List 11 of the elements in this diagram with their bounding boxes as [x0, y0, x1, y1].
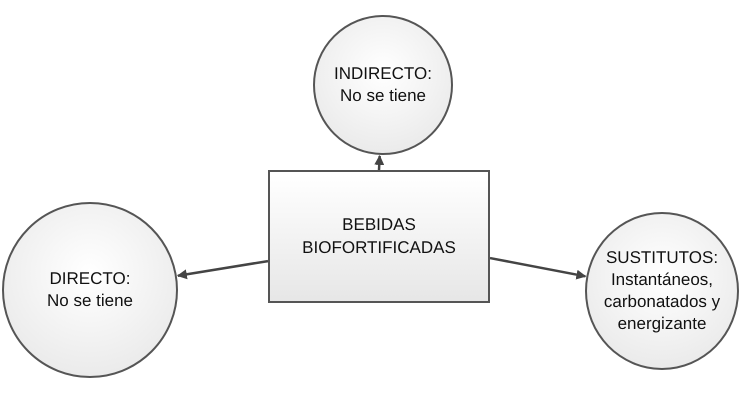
node-heading: INDIRECTO:: [333, 62, 433, 85]
node-text: No se tiene: [339, 85, 427, 107]
node-heading: SUSTITUTOS:: [604, 246, 720, 269]
arrow: [176, 260, 268, 280]
arrow: [490, 256, 586, 280]
node-heading: DIRECTO:: [48, 268, 132, 290]
node-text: BEBIDAS BIOFORTIFICADAS: [301, 214, 457, 258]
process-box: [268, 170, 490, 303]
node-text: No se tiene: [46, 290, 134, 312]
node-text: Instantáneos, carbonatados y energizante: [602, 268, 722, 336]
arrow: [374, 154, 384, 170]
